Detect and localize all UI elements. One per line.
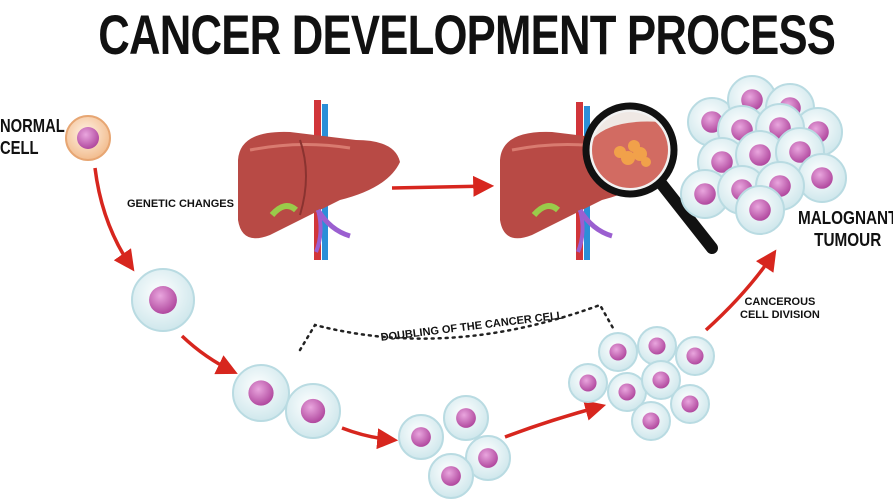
arrow-to-tumour	[704, 249, 777, 332]
arrow-liver-to-liver	[391, 175, 495, 197]
genetic-changes-label: GENETIC CHANGES	[127, 198, 234, 210]
magnifying-glass-icon	[582, 102, 718, 254]
cancer-cell	[232, 364, 290, 422]
liver-healthy	[238, 100, 400, 260]
cancer-cell	[670, 384, 710, 424]
arrows	[93, 167, 777, 450]
cancer-cell	[568, 363, 608, 403]
doubling-bracket	[298, 303, 615, 352]
tumour-cell	[797, 153, 847, 203]
cancer-cell	[631, 401, 671, 441]
cancer-cell	[443, 395, 489, 441]
cancer-cell	[131, 268, 195, 332]
arrow-four-to-many	[504, 400, 607, 439]
cancer-cell	[285, 383, 341, 439]
malignant-tumour-label: MALOGNANT TUMOUR	[798, 208, 893, 250]
cancer-cell	[641, 360, 681, 400]
cancer-cells	[131, 75, 847, 499]
arrow-two-to-four	[341, 426, 399, 450]
cancer-cell	[675, 336, 715, 376]
normal-cell-label: NORMAL CELL	[0, 116, 65, 158]
cancerous-division-label: CANCEROUS CELL DIVISION	[740, 296, 820, 322]
tumour-cell	[735, 185, 785, 235]
arrow-cell-to-two	[180, 334, 238, 375]
normal-cell	[65, 115, 111, 161]
cancer-cell	[398, 414, 444, 460]
page-title: CANCER DEVELOPMENT PROCESS	[98, 3, 836, 66]
arrow-normal-to-cell	[93, 167, 135, 272]
cancer-cell	[465, 435, 511, 481]
cancer-cell	[637, 326, 677, 366]
cancer-cell	[428, 453, 474, 499]
cancer-cell	[598, 332, 638, 372]
